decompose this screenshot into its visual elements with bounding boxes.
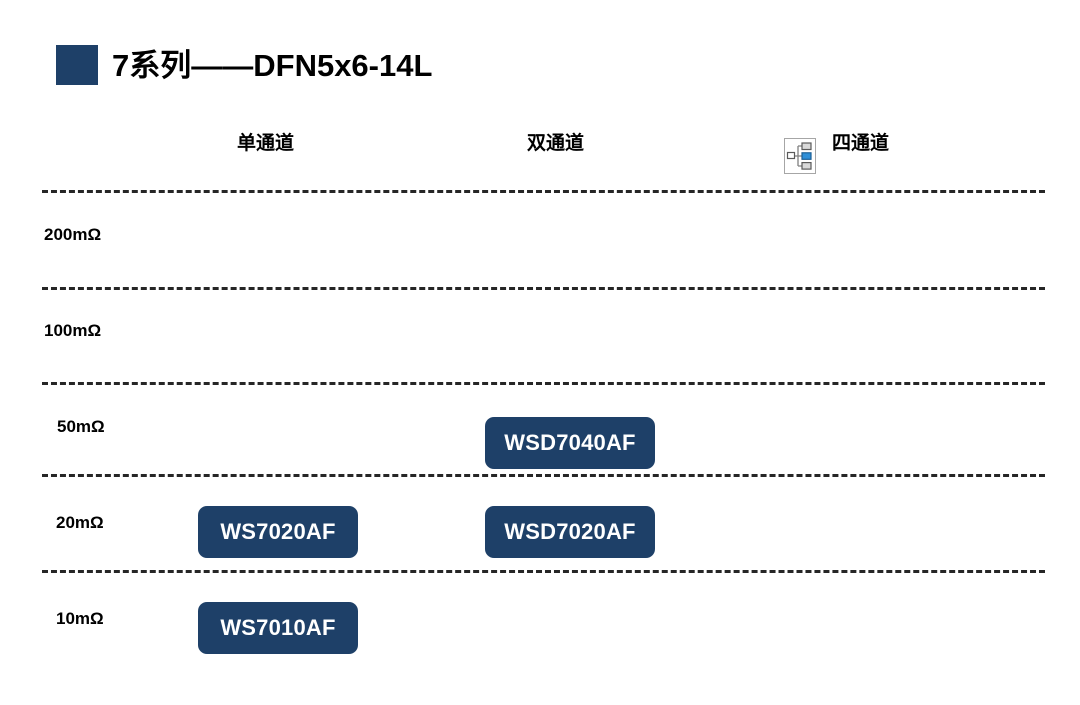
product-chip[interactable]: WSD7020AF [485,506,655,558]
page-title: 7系列——DFN5x6-14L [112,47,433,83]
product-chip[interactable]: WSD7040AF [485,417,655,469]
row-label-200mohm: 200mΩ [44,225,102,244]
product-chip[interactable]: WS7020AF [198,506,358,558]
column-header-single-channel: 单通道 [237,133,295,154]
column-header-dual-channel: 双通道 [527,133,585,154]
title-marker-square [56,45,98,85]
page-title-bar: 7系列——DFN5x6-14L [56,42,432,88]
row-divider [42,474,1045,477]
row-label-10mohm: 10mΩ [56,609,104,628]
row-divider [42,190,1045,193]
column-header-quad-channel: 四通道 [832,133,890,154]
row-divider [42,382,1045,385]
row-divider [42,570,1045,573]
row-divider [42,287,1045,290]
org-chart-icon [784,138,816,174]
row-label-100mohm: 100mΩ [44,321,102,340]
product-chip[interactable]: WS7010AF [198,602,358,654]
row-label-20mohm: 20mΩ [56,513,104,532]
row-label-50mohm: 50mΩ [57,417,105,436]
